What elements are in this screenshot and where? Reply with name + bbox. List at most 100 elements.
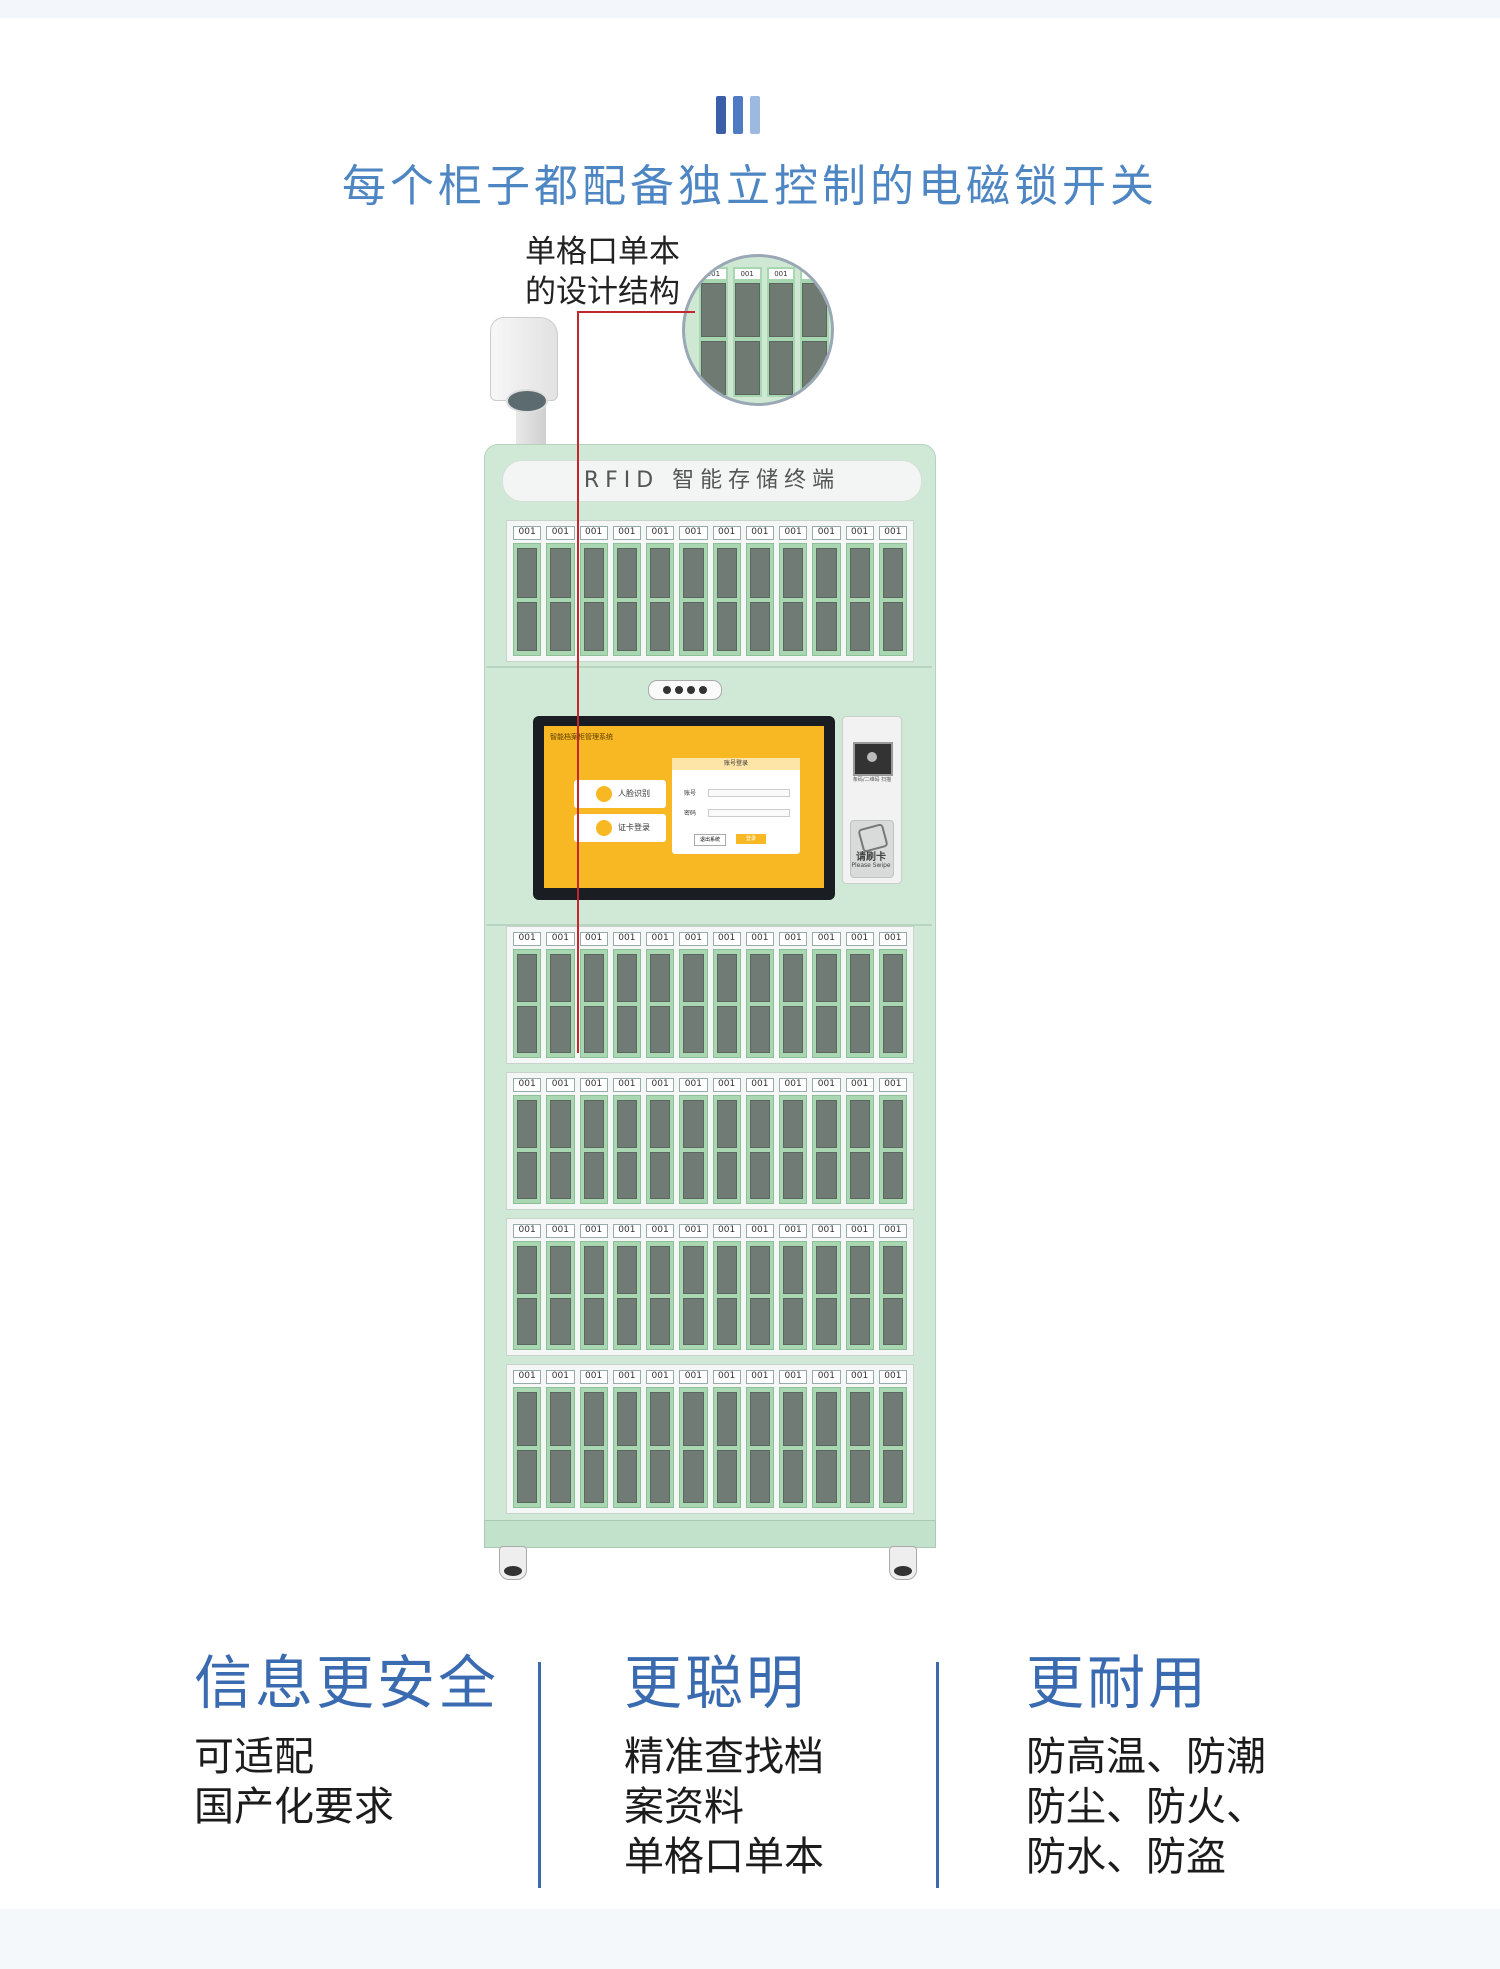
locker-compartment[interactable]: 001	[779, 1224, 808, 1350]
locker-door[interactable]	[546, 543, 575, 656]
locker-compartment[interactable]: 001	[579, 1078, 608, 1204]
locker-compartment[interactable]: 001	[712, 932, 741, 1058]
locker-door[interactable]	[745, 543, 774, 656]
locker-compartment[interactable]: 001	[513, 526, 542, 656]
locker-door[interactable]	[579, 1241, 608, 1350]
locker-door[interactable]	[612, 1095, 641, 1204]
locker-door[interactable]	[513, 1241, 542, 1350]
locker-compartment[interactable]: 001	[546, 1078, 575, 1204]
locker-door[interactable]	[878, 1387, 907, 1508]
locker-door[interactable]	[579, 1387, 608, 1508]
login-button[interactable]: 登录	[736, 834, 766, 844]
locker-door[interactable]	[712, 1241, 741, 1350]
locker-door[interactable]	[812, 1095, 841, 1204]
locker-door[interactable]	[845, 1387, 874, 1508]
locker-compartment[interactable]: 001	[812, 1078, 841, 1204]
locker-door[interactable]	[546, 1387, 575, 1508]
locker-compartment[interactable]: 001	[845, 526, 874, 656]
locker-compartment[interactable]: 001	[612, 1370, 641, 1508]
locker-compartment[interactable]: 001	[878, 1370, 907, 1508]
locker-compartment[interactable]: 001	[779, 1078, 808, 1204]
locker-door[interactable]	[812, 949, 841, 1058]
locker-compartment[interactable]: 001	[612, 526, 641, 656]
locker-compartment[interactable]: 001	[779, 526, 808, 656]
locker-compartment[interactable]: 001	[679, 1370, 708, 1508]
locker-compartment[interactable]: 001	[812, 1224, 841, 1350]
locker-compartment[interactable]: 001	[579, 526, 608, 656]
locker-door[interactable]	[779, 1095, 808, 1204]
exit-button[interactable]: 退出系统	[694, 834, 726, 846]
locker-compartment[interactable]: 001	[679, 1224, 708, 1350]
locker-door[interactable]	[612, 949, 641, 1058]
locker-compartment[interactable]: 001	[745, 1078, 774, 1204]
card-reader[interactable]	[850, 820, 894, 878]
locker-door[interactable]	[679, 949, 708, 1058]
locker-compartment[interactable]: 001	[845, 1224, 874, 1350]
locker-door[interactable]	[679, 1095, 708, 1204]
locker-compartment[interactable]: 001	[546, 1224, 575, 1350]
locker-compartment[interactable]: 001	[712, 1224, 741, 1350]
locker-door[interactable]	[646, 949, 675, 1058]
touch-screen[interactable]: 智能档案柜管理系统 人脸识别 证卡登录 账号登录 账号 密码 退出系统 登录	[544, 726, 824, 888]
locker-door[interactable]	[779, 543, 808, 656]
locker-door[interactable]	[745, 1095, 774, 1204]
locker-door[interactable]	[878, 543, 907, 656]
locker-compartment[interactable]: 001	[745, 1370, 774, 1508]
locker-door[interactable]	[712, 1095, 741, 1204]
locker-compartment[interactable]: 001	[646, 932, 675, 1058]
locker-compartment[interactable]: 001	[646, 526, 675, 656]
locker-door[interactable]	[878, 1095, 907, 1204]
locker-compartment[interactable]: 001	[513, 1224, 542, 1350]
locker-compartment[interactable]: 001	[646, 1370, 675, 1508]
locker-door[interactable]	[646, 543, 675, 656]
locker-compartment[interactable]: 001	[579, 1370, 608, 1508]
locker-door[interactable]	[646, 1241, 675, 1350]
locker-door[interactable]	[513, 949, 542, 1058]
password-field[interactable]	[708, 809, 790, 817]
locker-compartment[interactable]: 001	[712, 1078, 741, 1204]
locker-compartment[interactable]: 001	[679, 932, 708, 1058]
locker-door[interactable]	[579, 543, 608, 656]
locker-compartment[interactable]: 001	[812, 526, 841, 656]
locker-compartment[interactable]: 001	[612, 932, 641, 1058]
locker-door[interactable]	[679, 1387, 708, 1508]
locker-door[interactable]	[812, 1387, 841, 1508]
locker-compartment[interactable]: 001	[513, 1370, 542, 1508]
locker-compartment[interactable]: 001	[579, 932, 608, 1058]
locker-door[interactable]	[546, 1241, 575, 1350]
locker-compartment[interactable]: 001	[579, 1224, 608, 1350]
locker-door[interactable]	[878, 949, 907, 1058]
locker-door[interactable]	[513, 1095, 542, 1204]
locker-compartment[interactable]: 001	[745, 1224, 774, 1350]
locker-compartment[interactable]: 001	[546, 932, 575, 1058]
locker-door[interactable]	[745, 949, 774, 1058]
locker-compartment[interactable]: 001	[546, 526, 575, 656]
locker-door[interactable]	[679, 1241, 708, 1350]
locker-door[interactable]	[513, 1387, 542, 1508]
card-login-button[interactable]: 证卡登录	[574, 814, 666, 842]
locker-compartment[interactable]: 001	[845, 1370, 874, 1508]
locker-door[interactable]	[679, 543, 708, 656]
locker-door[interactable]	[712, 543, 741, 656]
account-field[interactable]	[708, 789, 790, 797]
locker-compartment[interactable]: 001	[812, 932, 841, 1058]
locker-compartment[interactable]: 001	[513, 932, 542, 1058]
locker-compartment[interactable]: 001	[745, 526, 774, 656]
face-login-button[interactable]: 人脸识别	[574, 780, 666, 808]
locker-door[interactable]	[812, 1241, 841, 1350]
locker-compartment[interactable]: 001	[779, 1370, 808, 1508]
locker-compartment[interactable]: 001	[878, 1078, 907, 1204]
locker-door[interactable]	[812, 543, 841, 656]
locker-compartment[interactable]: 001	[779, 932, 808, 1058]
locker-door[interactable]	[646, 1095, 675, 1204]
locker-door[interactable]	[845, 543, 874, 656]
locker-door[interactable]	[779, 1387, 808, 1508]
locker-door[interactable]	[712, 949, 741, 1058]
locker-compartment[interactable]: 001	[712, 526, 741, 656]
locker-compartment[interactable]: 001	[878, 932, 907, 1058]
locker-door[interactable]	[745, 1241, 774, 1350]
locker-door[interactable]	[878, 1241, 907, 1350]
locker-door[interactable]	[845, 949, 874, 1058]
locker-door[interactable]	[712, 1387, 741, 1508]
locker-compartment[interactable]: 001	[679, 1078, 708, 1204]
